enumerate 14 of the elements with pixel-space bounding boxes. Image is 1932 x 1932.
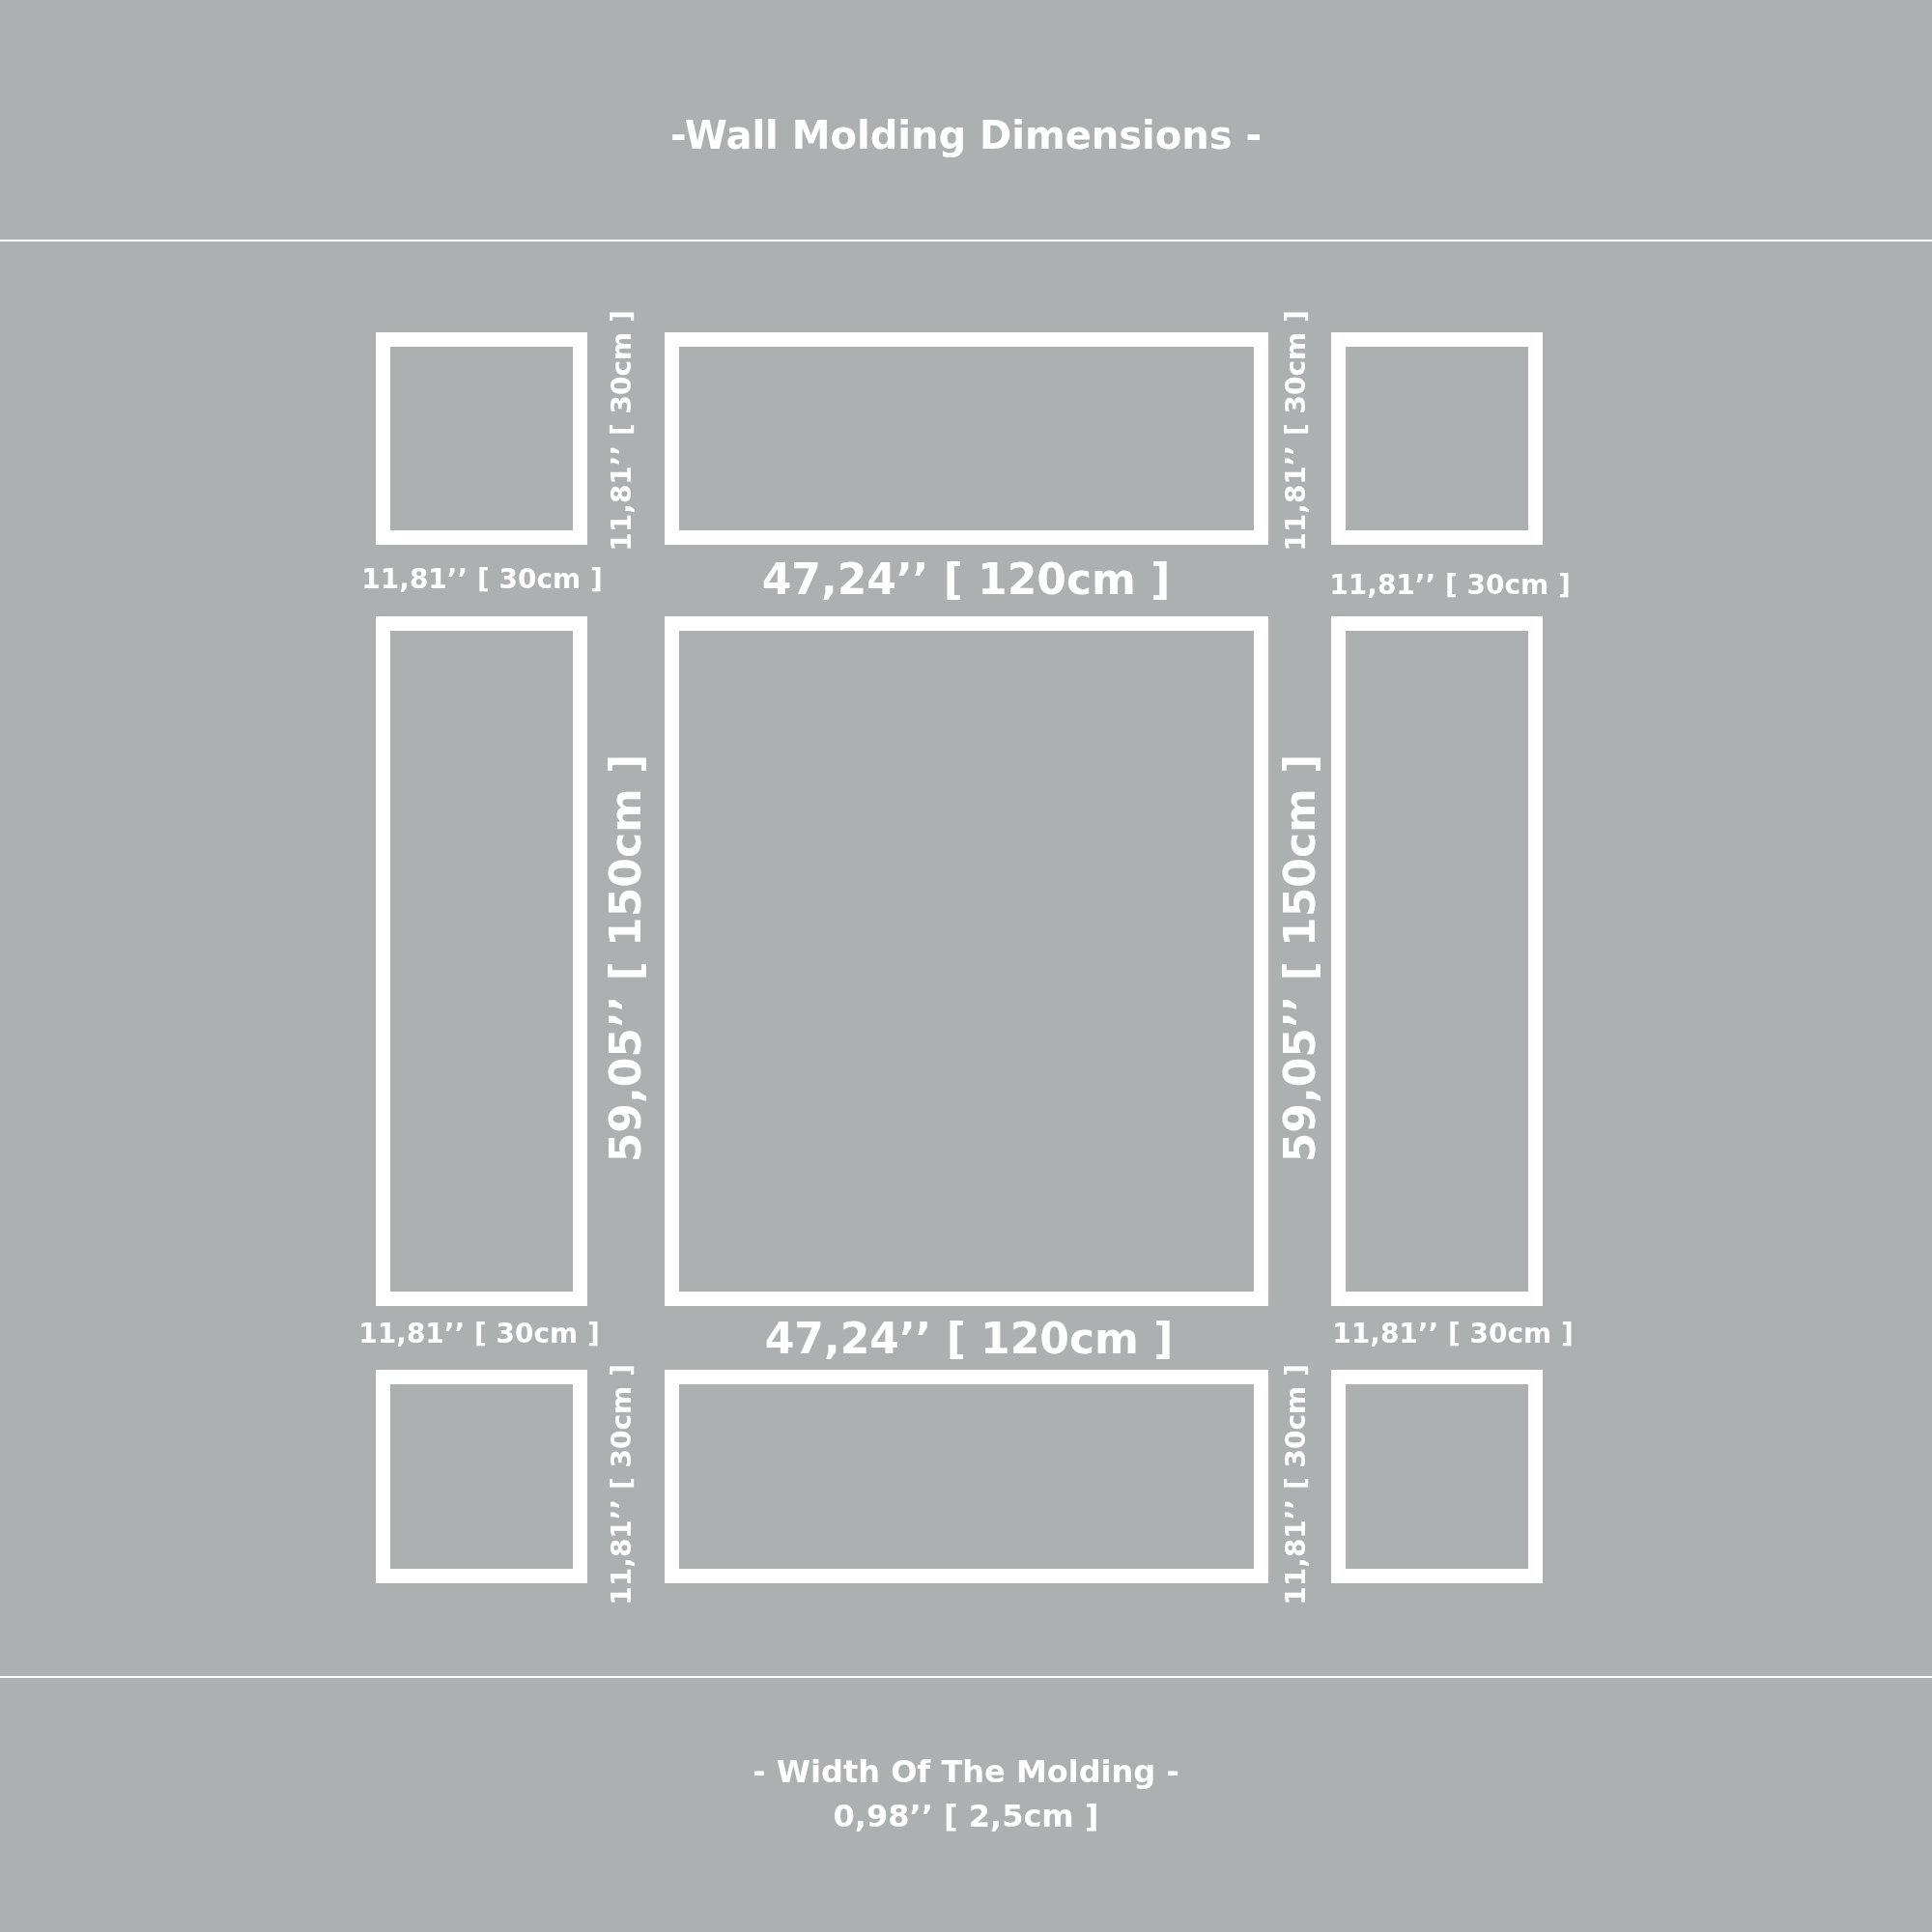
dimension-label: 11,81’’ [ 30cm ] xyxy=(609,1364,636,1605)
dimension-label: 11,81’’ [ 30cm ] xyxy=(1329,572,1571,599)
dimension-label: 59,05’’ [ 150cm ] xyxy=(1279,753,1321,1163)
dimension-label: 11,81’’ [ 30cm ] xyxy=(1332,1321,1574,1348)
dimension-label: 0,98’’ [ 2,5cm ] xyxy=(833,1801,1099,1832)
heading: - Width Of The Molding - xyxy=(753,1756,1179,1787)
dimension-label: 11,81’’ [ 30cm ] xyxy=(358,1321,600,1348)
dimension-label: 59,05’’ [ 150cm ] xyxy=(605,753,647,1163)
dimension-label: 11,81’’ [ 30cm ] xyxy=(609,310,636,552)
dimension-label: 11,81’’ [ 30cm ] xyxy=(1283,1364,1310,1605)
dimension-label: 11,81’’ [ 30cm ] xyxy=(1283,310,1310,552)
dimension-label: 47,24’’ [ 120cm ] xyxy=(761,558,1171,601)
dimension-label: 47,24’’ [ 120cm ] xyxy=(764,1318,1174,1360)
dimension-label: 11,81’’ [ 30cm ] xyxy=(361,566,603,593)
